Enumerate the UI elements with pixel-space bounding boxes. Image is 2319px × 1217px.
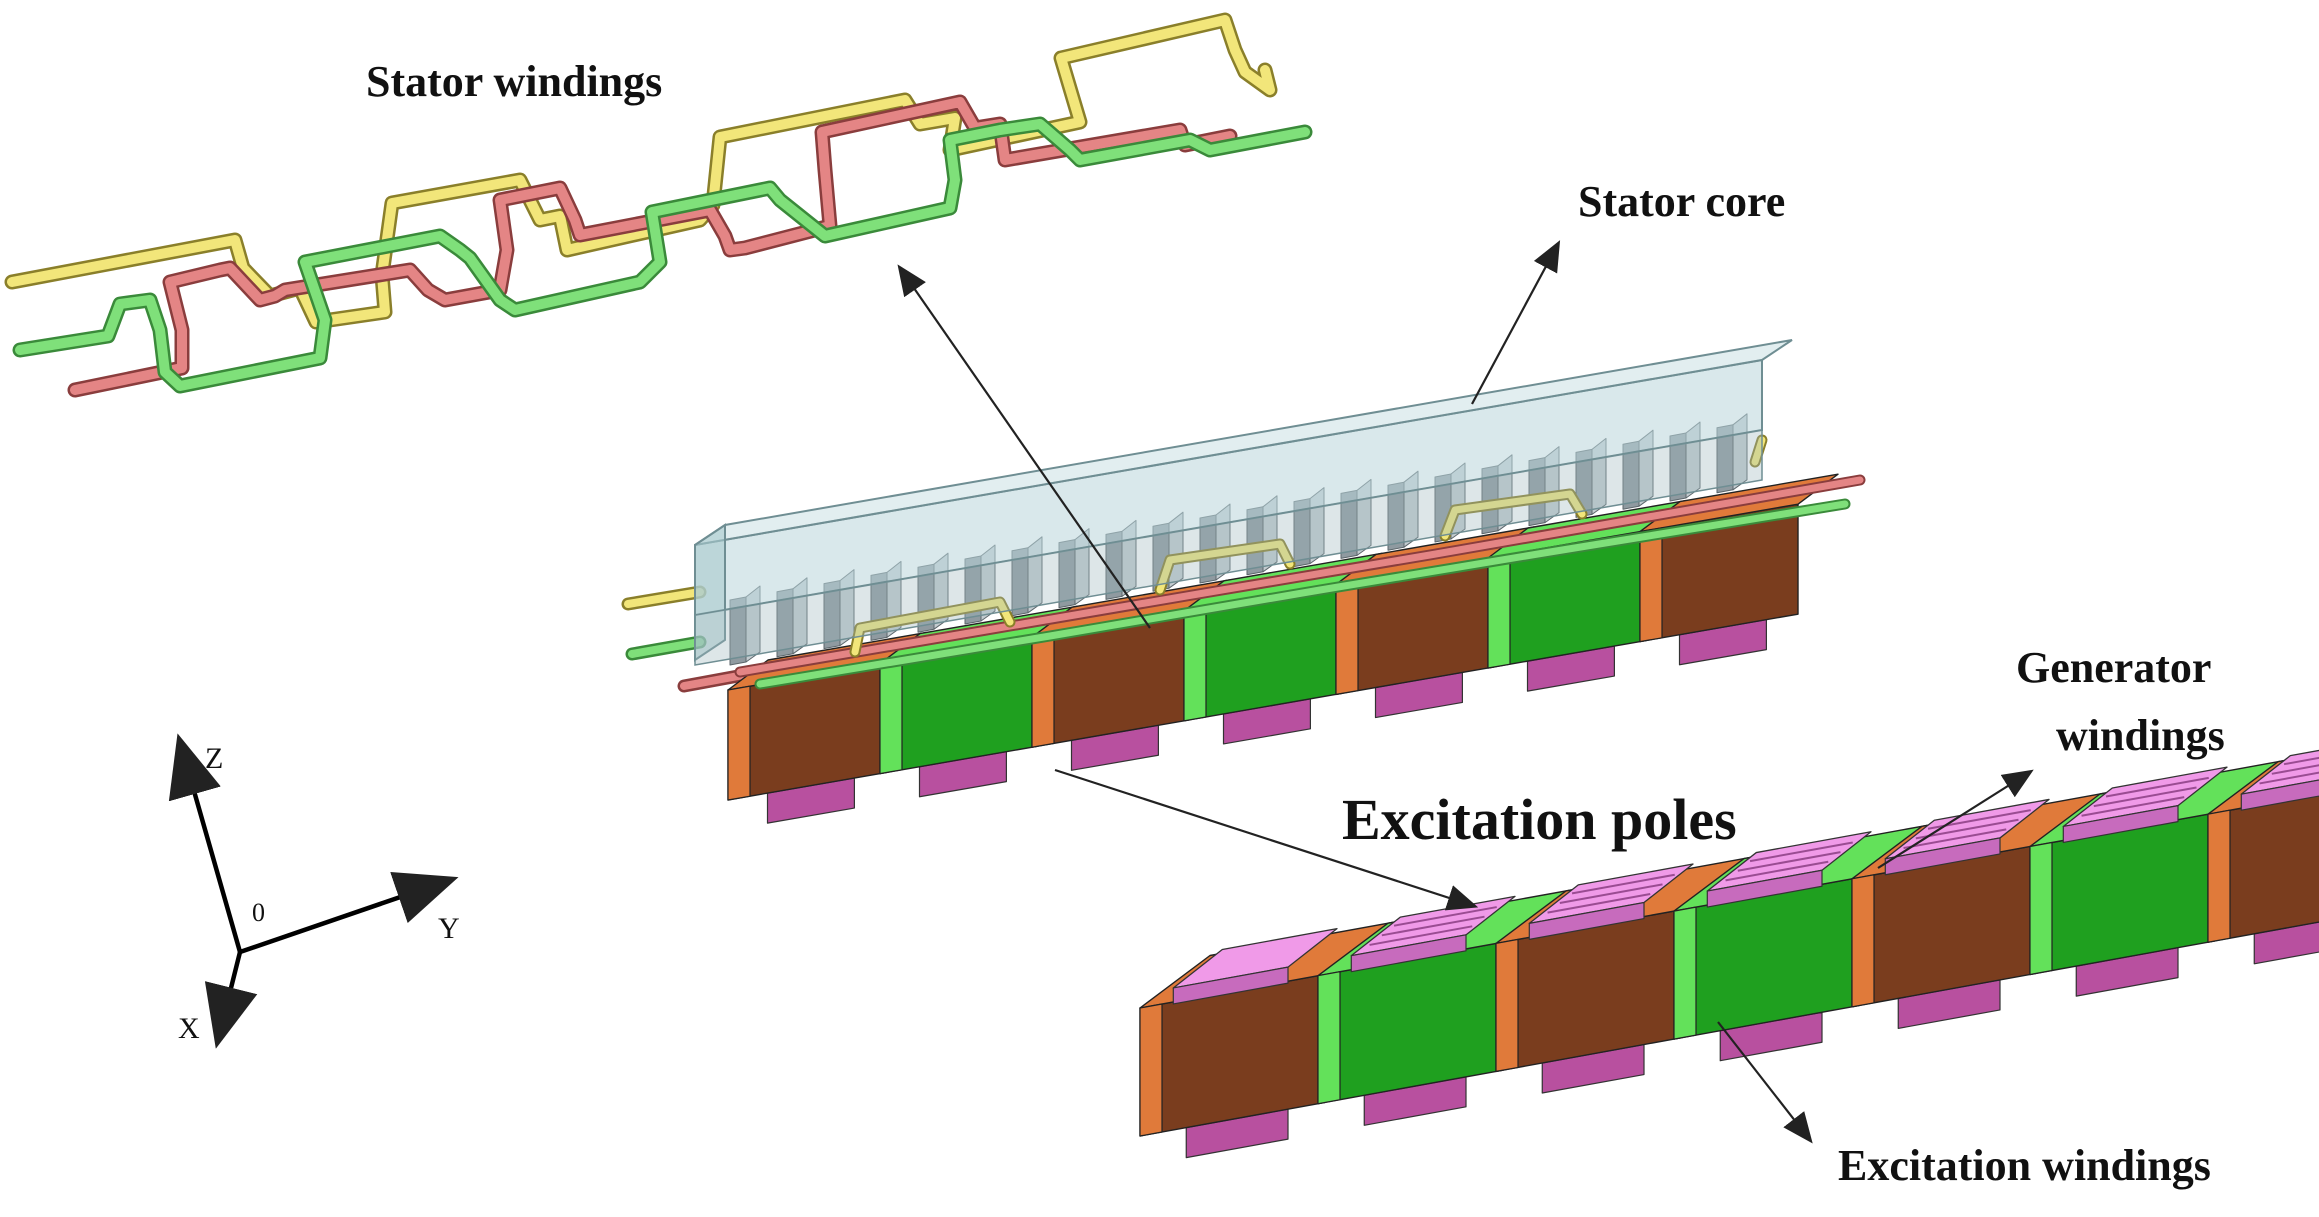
excitation-pole-block-side <box>1139 1003 1163 1137</box>
excitation-pole-winding-groove <box>1571 873 1675 895</box>
excitation-pole-block-side <box>1495 938 1519 1073</box>
label-excitation-poles: Excitation poles <box>1342 787 1737 852</box>
excitation-pole-top-cap-edge <box>2240 779 2319 811</box>
arrow-excitation-windings <box>1717 1021 1813 1144</box>
axis-label-origin: 0 <box>252 898 265 927</box>
excitation-pole-winding-groove <box>1749 841 1853 863</box>
excitation-pole-winding-groove <box>2105 776 2209 798</box>
mover-pole-block-side <box>727 685 751 801</box>
z-axis <box>168 733 243 953</box>
excitation-pole-top-cap-edge <box>1350 934 1467 973</box>
mover-pole-block-side <box>1335 579 1359 696</box>
excitation-pole-winding-groove <box>1903 828 2007 850</box>
excitation-pole-winding-groove <box>1915 818 2019 840</box>
excitation-pole-winding-groove <box>2271 764 2319 775</box>
excitation-pole-winding-groove <box>2283 756 2319 766</box>
excitation-pole-winding-groove <box>1737 851 1841 872</box>
assembled-machine <box>621 339 1866 824</box>
label-excitation-windings: Excitation windings <box>1838 1141 2211 1190</box>
excitation-pole-block-side <box>1851 874 1875 1008</box>
excitation-pole-top-cap-edge <box>1172 966 1289 1005</box>
arrow-excitation-poles <box>1054 768 1479 911</box>
excitation-pole-winding-groove <box>1393 906 1497 927</box>
excitation-pole-blocks <box>1139 749 2319 1137</box>
mover-base-pads <box>766 619 1768 824</box>
coordinate-axes <box>168 733 459 1049</box>
excitation-pole-winding-groove <box>2259 771 2319 785</box>
label-stator-core: Stator core <box>1578 177 1786 226</box>
axis-label-z: Z <box>205 742 224 775</box>
axis-label-x: X <box>178 1012 200 1045</box>
y-axis <box>239 871 459 955</box>
excitation-pole-winding-groove <box>2081 796 2185 817</box>
mover-pole-block-side <box>1031 632 1055 748</box>
excitation-pole-base-pad <box>2253 921 2319 965</box>
stator-winding-green <box>12 116 1313 394</box>
excitation-pole-top-cap-edge <box>1706 869 1823 908</box>
stator-winding-red <box>67 94 1238 398</box>
stator-core-box <box>694 339 1793 666</box>
excitation-pole-block-side <box>2029 841 2053 976</box>
leader-lines <box>897 240 2034 1144</box>
excitation-pole-top-cap-edge <box>1884 837 2001 876</box>
mover-pole-block-side <box>1639 527 1663 643</box>
excitation-pole-top-cap-edge <box>2062 805 2179 844</box>
x-axis <box>204 951 258 1049</box>
excitation-pole-winding-groove <box>1381 915 1485 937</box>
label-generator-windings-line2: windings <box>2056 711 2225 760</box>
excitation-pole-winding-groove <box>1559 883 1663 905</box>
excitation-pole-winding-groove <box>1725 860 1829 882</box>
mover-pole-block-side <box>1487 553 1511 669</box>
mover-pole-block-side <box>1183 606 1207 722</box>
label-stator-windings: Stator windings <box>366 57 663 106</box>
mover-pole-block-side <box>879 659 903 775</box>
arrow-stator-core <box>1471 240 1561 405</box>
excitation-pole-block-side <box>1673 906 1697 1040</box>
arrow-generator-windings <box>1877 769 2034 869</box>
stator-winding-yellow <box>4 12 1278 330</box>
excitation-pole-top-cap-edge <box>1528 901 1645 940</box>
label-generator-windings-line1: Generator <box>2016 643 2212 692</box>
excitation-pole-winding-groove <box>1547 893 1651 914</box>
stator-windings-group <box>4 12 1313 398</box>
arrow-stator-windings <box>897 264 1151 629</box>
excitation-pole-block-side <box>2207 809 2231 943</box>
excitation-pole-winding-groove <box>2093 786 2197 808</box>
excitation-pole-winding-groove <box>1369 925 1473 946</box>
axis-label-y: Y <box>438 912 460 945</box>
excitation-pole-block-side <box>1317 971 1341 1105</box>
